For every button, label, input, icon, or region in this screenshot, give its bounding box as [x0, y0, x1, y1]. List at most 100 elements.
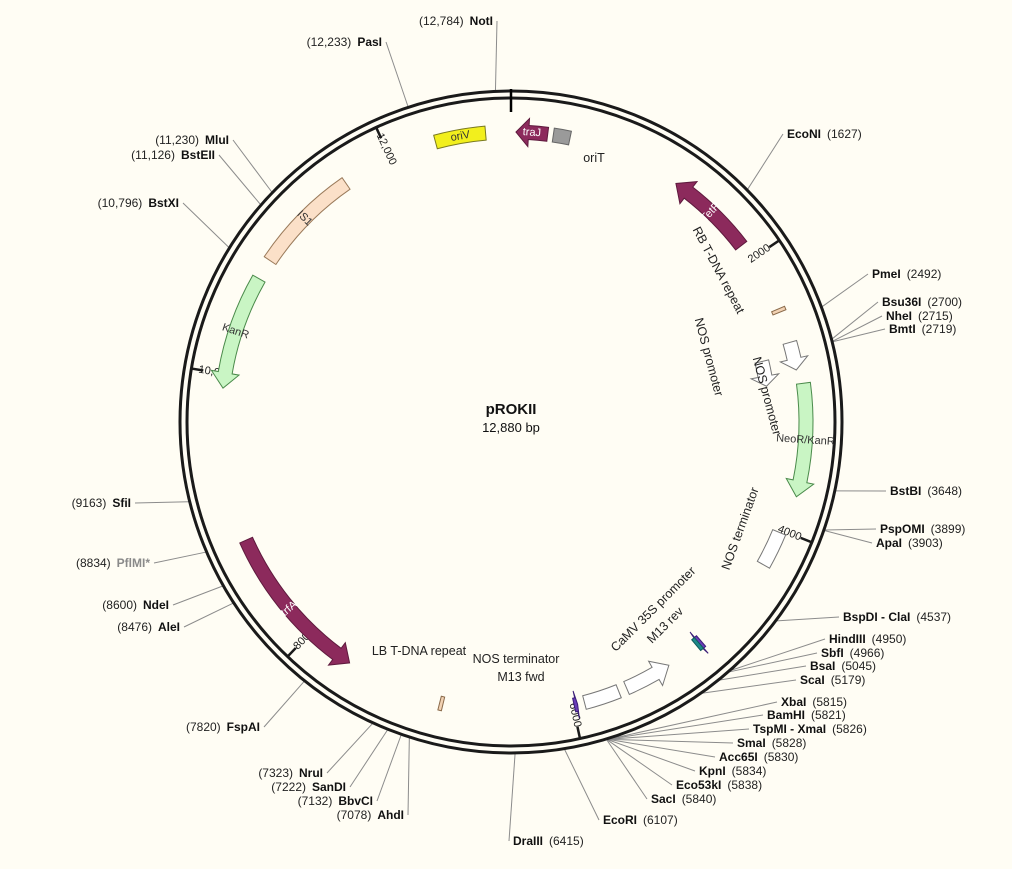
- feature-lb-tdna[interactable]: [437, 695, 446, 712]
- feature-oriT[interactable]: [551, 127, 573, 146]
- site-leader-line: [729, 652, 818, 673]
- feature-rb-tdna[interactable]: [771, 305, 787, 316]
- feature-nos-promoter-1[interactable]: [749, 359, 781, 387]
- site-position: (2719): [922, 322, 957, 336]
- site-position: (4950): [872, 632, 907, 646]
- site-position: (11,126): [131, 148, 175, 162]
- site-PspOMI[interactable]: PspOMI(3899): [880, 522, 965, 536]
- feature-label-nos-terminator-1: NOS terminator: [719, 485, 762, 571]
- site-FspAI[interactable]: FspAI(7820): [186, 720, 260, 734]
- site-ScaI[interactable]: ScaI(5179): [800, 673, 865, 687]
- site-name: XbaI: [781, 695, 806, 709]
- site-position: (5179): [831, 673, 866, 687]
- site-BmtI[interactable]: BmtI(2719): [889, 322, 956, 336]
- site-PmeI[interactable]: PmeI(2492): [872, 267, 941, 281]
- feature-label-nos-promoter-1: NOS promoter: [750, 355, 784, 436]
- site-DraIII[interactable]: DraIII(6415): [513, 834, 584, 848]
- site-name: BspDI - ClaI: [843, 610, 910, 624]
- feature-nos-terminator-1[interactable]: [756, 529, 787, 569]
- site-AleI[interactable]: AleI(8476): [117, 620, 180, 634]
- site-name: BamHI: [767, 708, 805, 722]
- tick-mark: [192, 367, 204, 372]
- site-leader-line: [494, 20, 498, 91]
- site-MluI[interactable]: MluI(11,230): [155, 133, 229, 147]
- site-position: (6415): [549, 834, 584, 848]
- feature-camv35s[interactable]: [623, 660, 670, 696]
- site-KpnI[interactable]: KpnI(5834): [699, 764, 766, 778]
- site-EcoRI[interactable]: EcoRI(6107): [603, 813, 678, 827]
- site-BsaI[interactable]: BsaI(5045): [810, 659, 876, 673]
- site-NdeI[interactable]: NdeI(8600): [102, 598, 169, 612]
- feature-lacop[interactable]: [691, 636, 705, 652]
- tick-mark: [768, 239, 780, 249]
- site-name: PmeI: [872, 267, 901, 281]
- site-position: (5815): [812, 695, 847, 709]
- feature-IS1[interactable]: [263, 177, 351, 266]
- site-ApaI[interactable]: ApaI(3903): [876, 536, 943, 550]
- site-name: Bsu36I: [882, 295, 921, 309]
- site-PflMI[interactable]: PflMI*(8834): [76, 556, 150, 570]
- site-position: (6107): [643, 813, 678, 827]
- feature-label-lb-tdna: LB T-DNA repeat: [372, 644, 467, 658]
- site-TspMI[interactable]: TspMI - XmaI (5826): [753, 722, 867, 736]
- site-BspDI[interactable]: BspDI - ClaI(4537): [843, 610, 951, 624]
- site-PasI[interactable]: PasI(12,233): [307, 35, 382, 49]
- feature-TetR[interactable]: [675, 180, 748, 251]
- site-position: (2700): [927, 295, 962, 309]
- site-XbaI[interactable]: XbaI (5815): [781, 695, 847, 709]
- site-EcoNI[interactable]: EcoNI(1627): [787, 127, 862, 141]
- feature-nos-terminator-2[interactable]: [582, 684, 622, 710]
- site-position: (3648): [927, 484, 962, 498]
- site-leader-line: [833, 328, 886, 343]
- site-leader-line: [747, 133, 784, 190]
- site-leader-line: [608, 738, 734, 744]
- feature-NeoR[interactable]: [785, 381, 815, 498]
- feature-label-nos-promoter-2: NOS promoter: [692, 316, 726, 397]
- feature-KanR[interactable]: [210, 274, 266, 389]
- site-NheI[interactable]: NheI(2715): [886, 309, 953, 323]
- site-NruI[interactable]: NruI(7323): [258, 766, 323, 780]
- site-SbfI[interactable]: SbfI(4966): [821, 646, 884, 660]
- site-position: (5826): [832, 722, 867, 736]
- site-name: FspAI: [227, 720, 260, 734]
- site-Acc65I[interactable]: Acc65I(5830): [719, 750, 798, 764]
- site-position: (7323): [258, 766, 293, 780]
- site-position: (4966): [850, 646, 885, 660]
- site-BstEII[interactable]: BstEII(11,126): [131, 148, 215, 162]
- site-SfiI[interactable]: SfiI(9163): [72, 496, 131, 510]
- feature-trfA[interactable]: [239, 536, 351, 666]
- leader-lines: [134, 20, 887, 842]
- feature-m13fwd[interactable]: [572, 690, 580, 719]
- site-SmaI[interactable]: SmaI(5828): [737, 736, 806, 750]
- tick-label: 6000: [567, 702, 584, 728]
- feature-nos-promoter-2[interactable]: [778, 339, 809, 371]
- site-position: (7078): [337, 808, 372, 822]
- site-name: Eco53kI: [676, 778, 721, 792]
- site-NotI[interactable]: NotI(12,784): [419, 14, 493, 28]
- feature-oriV[interactable]: [433, 125, 487, 150]
- feature-traJ[interactable]: [515, 117, 550, 148]
- site-Bsu36I[interactable]: Bsu36I (2700): [882, 295, 962, 309]
- site-name: MluI: [205, 133, 229, 147]
- site-leader-line: [182, 202, 230, 248]
- site-name: TspMI - XmaI: [753, 722, 826, 736]
- site-Eco53kI[interactable]: Eco53kI(5838): [676, 778, 762, 792]
- site-AhdI[interactable]: AhdI(7078): [337, 808, 404, 822]
- site-leader-line: [719, 665, 807, 681]
- tick-label: 12,000: [374, 131, 399, 167]
- site-leader-line: [606, 739, 648, 800]
- site-position: (5828): [772, 736, 807, 750]
- site-BamHI[interactable]: BamHI(5821): [767, 708, 846, 722]
- site-BstXI[interactable]: BstXI (10,796): [98, 196, 179, 210]
- site-leader-line: [731, 638, 826, 671]
- site-name: BstXI: [148, 196, 179, 210]
- site-SanDI[interactable]: SanDI(7222): [271, 780, 346, 794]
- tick-label: 2000: [746, 242, 773, 266]
- site-position: (5830): [764, 750, 799, 764]
- site-position: (10,796): [98, 196, 143, 210]
- site-SacI[interactable]: SacI(5840): [651, 792, 716, 806]
- site-BstBI[interactable]: BstBI(3648): [890, 484, 962, 498]
- site-leader-line: [702, 679, 797, 694]
- site-BbvCI[interactable]: BbvCI(7132): [298, 794, 373, 808]
- site-HindIII[interactable]: HindIII(4950): [829, 632, 906, 646]
